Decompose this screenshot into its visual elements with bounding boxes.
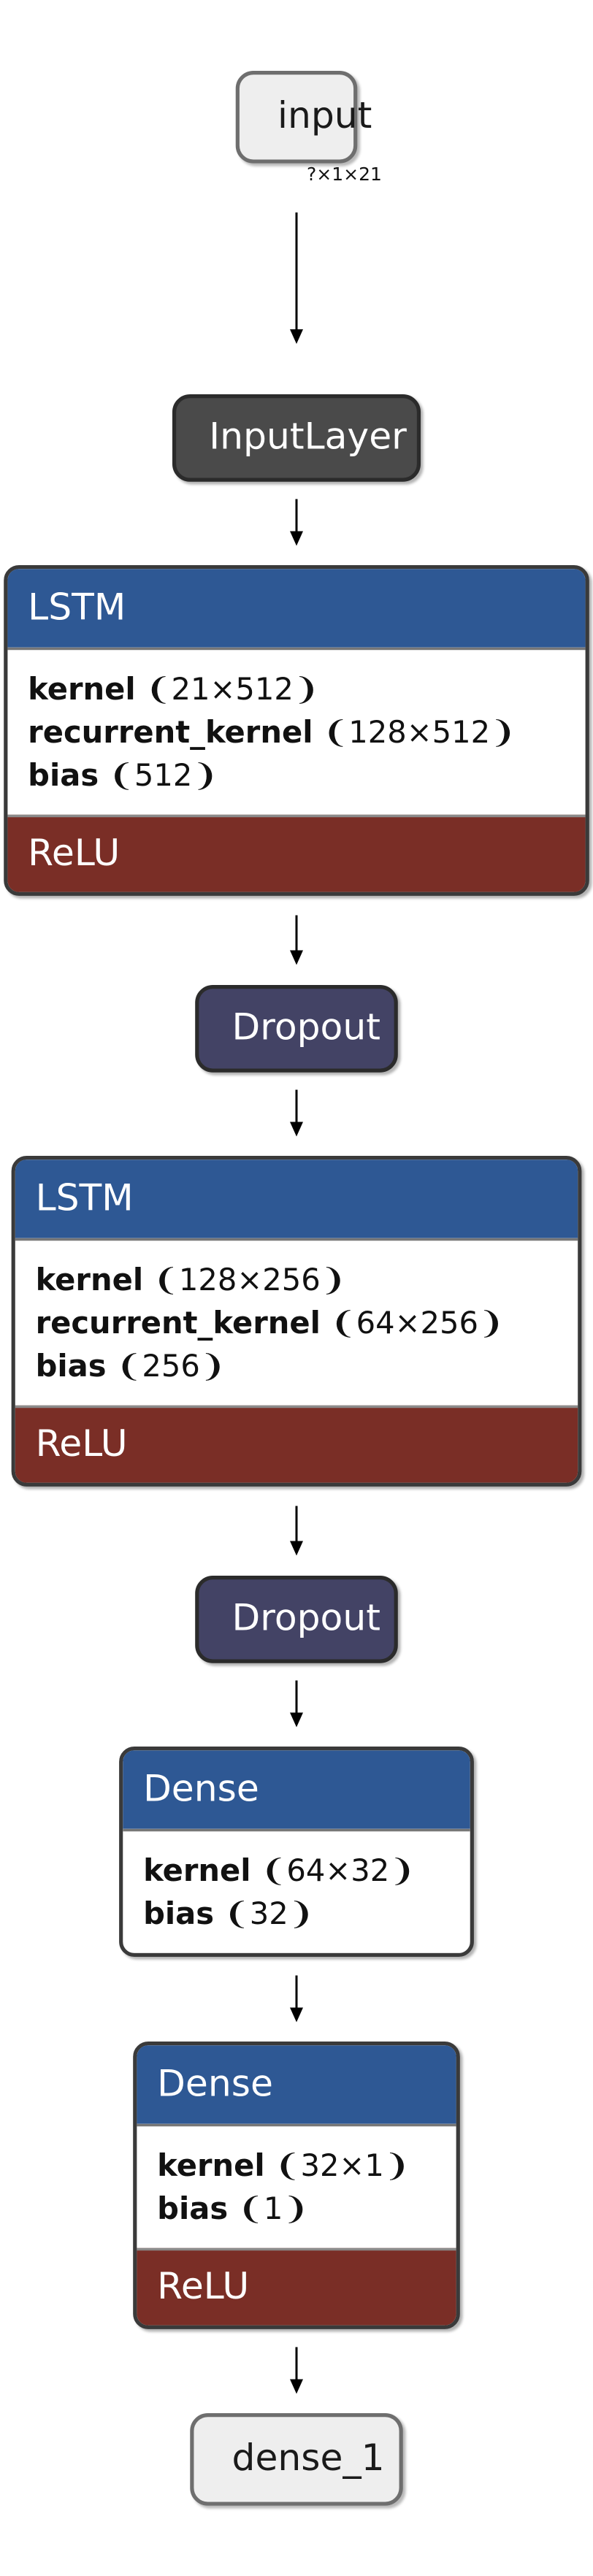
node-input-row: input [0, 70, 593, 164]
edge-inputlayer-to-lstm1 [0, 481, 593, 565]
lstm-1-param-bias-shape: ❨512❩ [109, 757, 218, 794]
lstm-2-param-kernel: kernel❨128×256❩ [36, 1258, 578, 1301]
node-dense-2-row: Dense kernel ❨32×1❩ bias❨1❩ ReLU [0, 2041, 593, 2329]
dense-1-param-bias-name: bias [143, 1895, 215, 1932]
edge-dropout1-to-lstm2 [0, 1072, 593, 1156]
lstm-2-param-recurrent-kernel-shape: ❨64×256❩ [330, 1305, 504, 1341]
dense-2-header: Dense [137, 2045, 456, 2124]
lstm-2-param-bias-name: bias [35, 1348, 107, 1384]
lstm-1-param-kernel: kernel❨21×512❩ [28, 667, 585, 710]
dense-1-param-bias-shape: ❨32❩ [223, 1895, 314, 1932]
dense-1-param-kernel-shape: ❨64×32❩ [261, 1852, 416, 1889]
lstm-1-param-kernel-name: kernel [28, 671, 136, 708]
node-output-dense-1[interactable]: dense_1 [190, 2412, 403, 2506]
dense-2-activation-relu: ReLU [137, 2247, 456, 2326]
node-inputlayer-row: InputLayer [0, 394, 593, 482]
dense-1-param-kernel-name: kernel [143, 1852, 251, 1889]
lstm-2-param-recurrent-kernel: recurrent_kernel❨64×256❩ [36, 1301, 578, 1344]
node-dropout-2-row: Dropout [0, 1575, 593, 1663]
lstm-2-param-kernel-name: kernel [35, 1262, 144, 1298]
dense-1-header: Dense [123, 1750, 470, 1829]
edge-dense2-to-output [0, 2329, 593, 2413]
node-dropout-1-row: Dropout [0, 984, 593, 1073]
lstm-1-header: LSTM [7, 569, 586, 648]
node-lstm-1-row: LSTM kernel❨21×512❩ recurrent_kernel ❨128… [0, 564, 593, 897]
node-lstm-2-row: LSTM kernel❨128×256❩ recurrent_kernel❨64… [0, 1155, 593, 1487]
lstm-1-param-bias-name: bias [28, 757, 99, 794]
edge-lstm2-to-dropout2 [0, 1487, 593, 1576]
edge-lstm1-to-dropout1 [0, 897, 593, 985]
node-lstm-1[interactable]: LSTM kernel❨21×512❩ recurrent_kernel ❨128… [4, 564, 589, 897]
lstm-2-param-kernel-shape: ❨128×256❩ [153, 1262, 346, 1298]
dense-2-param-kernel-shape: ❨32×1❩ [275, 2147, 410, 2184]
edge-input-to-inputlayer: ?×1×21 [0, 164, 593, 394]
lstm-2-param-recurrent-kernel-name: recurrent_kernel [35, 1305, 321, 1341]
dense-1-params: kernel ❨64×32❩ bias❨32❩ [123, 1828, 470, 1953]
lstm-1-param-recurrent-kernel-shape: ❨128×512❩ [323, 714, 516, 751]
node-lstm-2[interactable]: LSTM kernel❨128×256❩ recurrent_kernel❨64… [11, 1155, 582, 1487]
node-inputlayer[interactable]: InputLayer [172, 394, 421, 482]
edge-dense1-to-dense2 [0, 1958, 593, 2042]
lstm-1-param-recurrent-kernel: recurrent_kernel ❨128×512❩ [28, 710, 585, 754]
node-dropout-2[interactable]: Dropout [195, 1575, 398, 1663]
dense-2-param-bias-name: bias [157, 2190, 229, 2227]
edge-dropout2-to-dense1 [0, 1663, 593, 1747]
node-output-row: dense_1 [0, 2412, 593, 2506]
dense-1-param-bias: bias❨32❩ [143, 1892, 470, 1935]
node-dense-1-row: Dense kernel ❨64×32❩ bias❨32❩ [0, 1746, 593, 1958]
node-dense-1[interactable]: Dense kernel ❨64×32❩ bias❨32❩ [119, 1746, 474, 1958]
lstm-2-activation-relu: ReLU [15, 1406, 578, 1483]
lstm-1-params: kernel❨21×512❩ recurrent_kernel ❨128×512❩… [7, 647, 586, 816]
lstm-1-param-bias: bias ❨512❩ [28, 754, 585, 797]
edge-label-input-shape: ?×1×21 [307, 163, 382, 185]
node-dense-2[interactable]: Dense kernel ❨32×1❩ bias❨1❩ ReLU [133, 2041, 460, 2329]
lstm-2-param-bias-shape: ❨256❩ [116, 1348, 226, 1384]
dense-2-param-kernel-name: kernel [157, 2147, 265, 2184]
node-dropout-1[interactable]: Dropout [195, 984, 398, 1073]
lstm-1-param-recurrent-kernel-name: recurrent_kernel [28, 714, 313, 751]
lstm-1-activation-relu: ReLU [7, 815, 586, 892]
dense-2-params: kernel ❨32×1❩ bias❨1❩ [137, 2123, 456, 2248]
lstm-1-param-kernel-shape: ❨21×512❩ [145, 671, 319, 708]
node-input[interactable]: input [235, 70, 372, 164]
dense-1-param-kernel: kernel ❨64×32❩ [143, 1849, 470, 1892]
dense-2-param-kernel: kernel ❨32×1❩ [157, 2144, 456, 2187]
lstm-2-param-bias: bias❨256❩ [36, 1345, 578, 1388]
dense-2-param-bias: bias❨1❩ [157, 2187, 456, 2230]
dense-2-param-bias-shape: ❨1❩ [238, 2190, 309, 2227]
lstm-2-params: kernel❨128×256❩ recurrent_kernel❨64×256❩… [15, 1238, 578, 1406]
lstm-2-header: LSTM [15, 1159, 578, 1238]
